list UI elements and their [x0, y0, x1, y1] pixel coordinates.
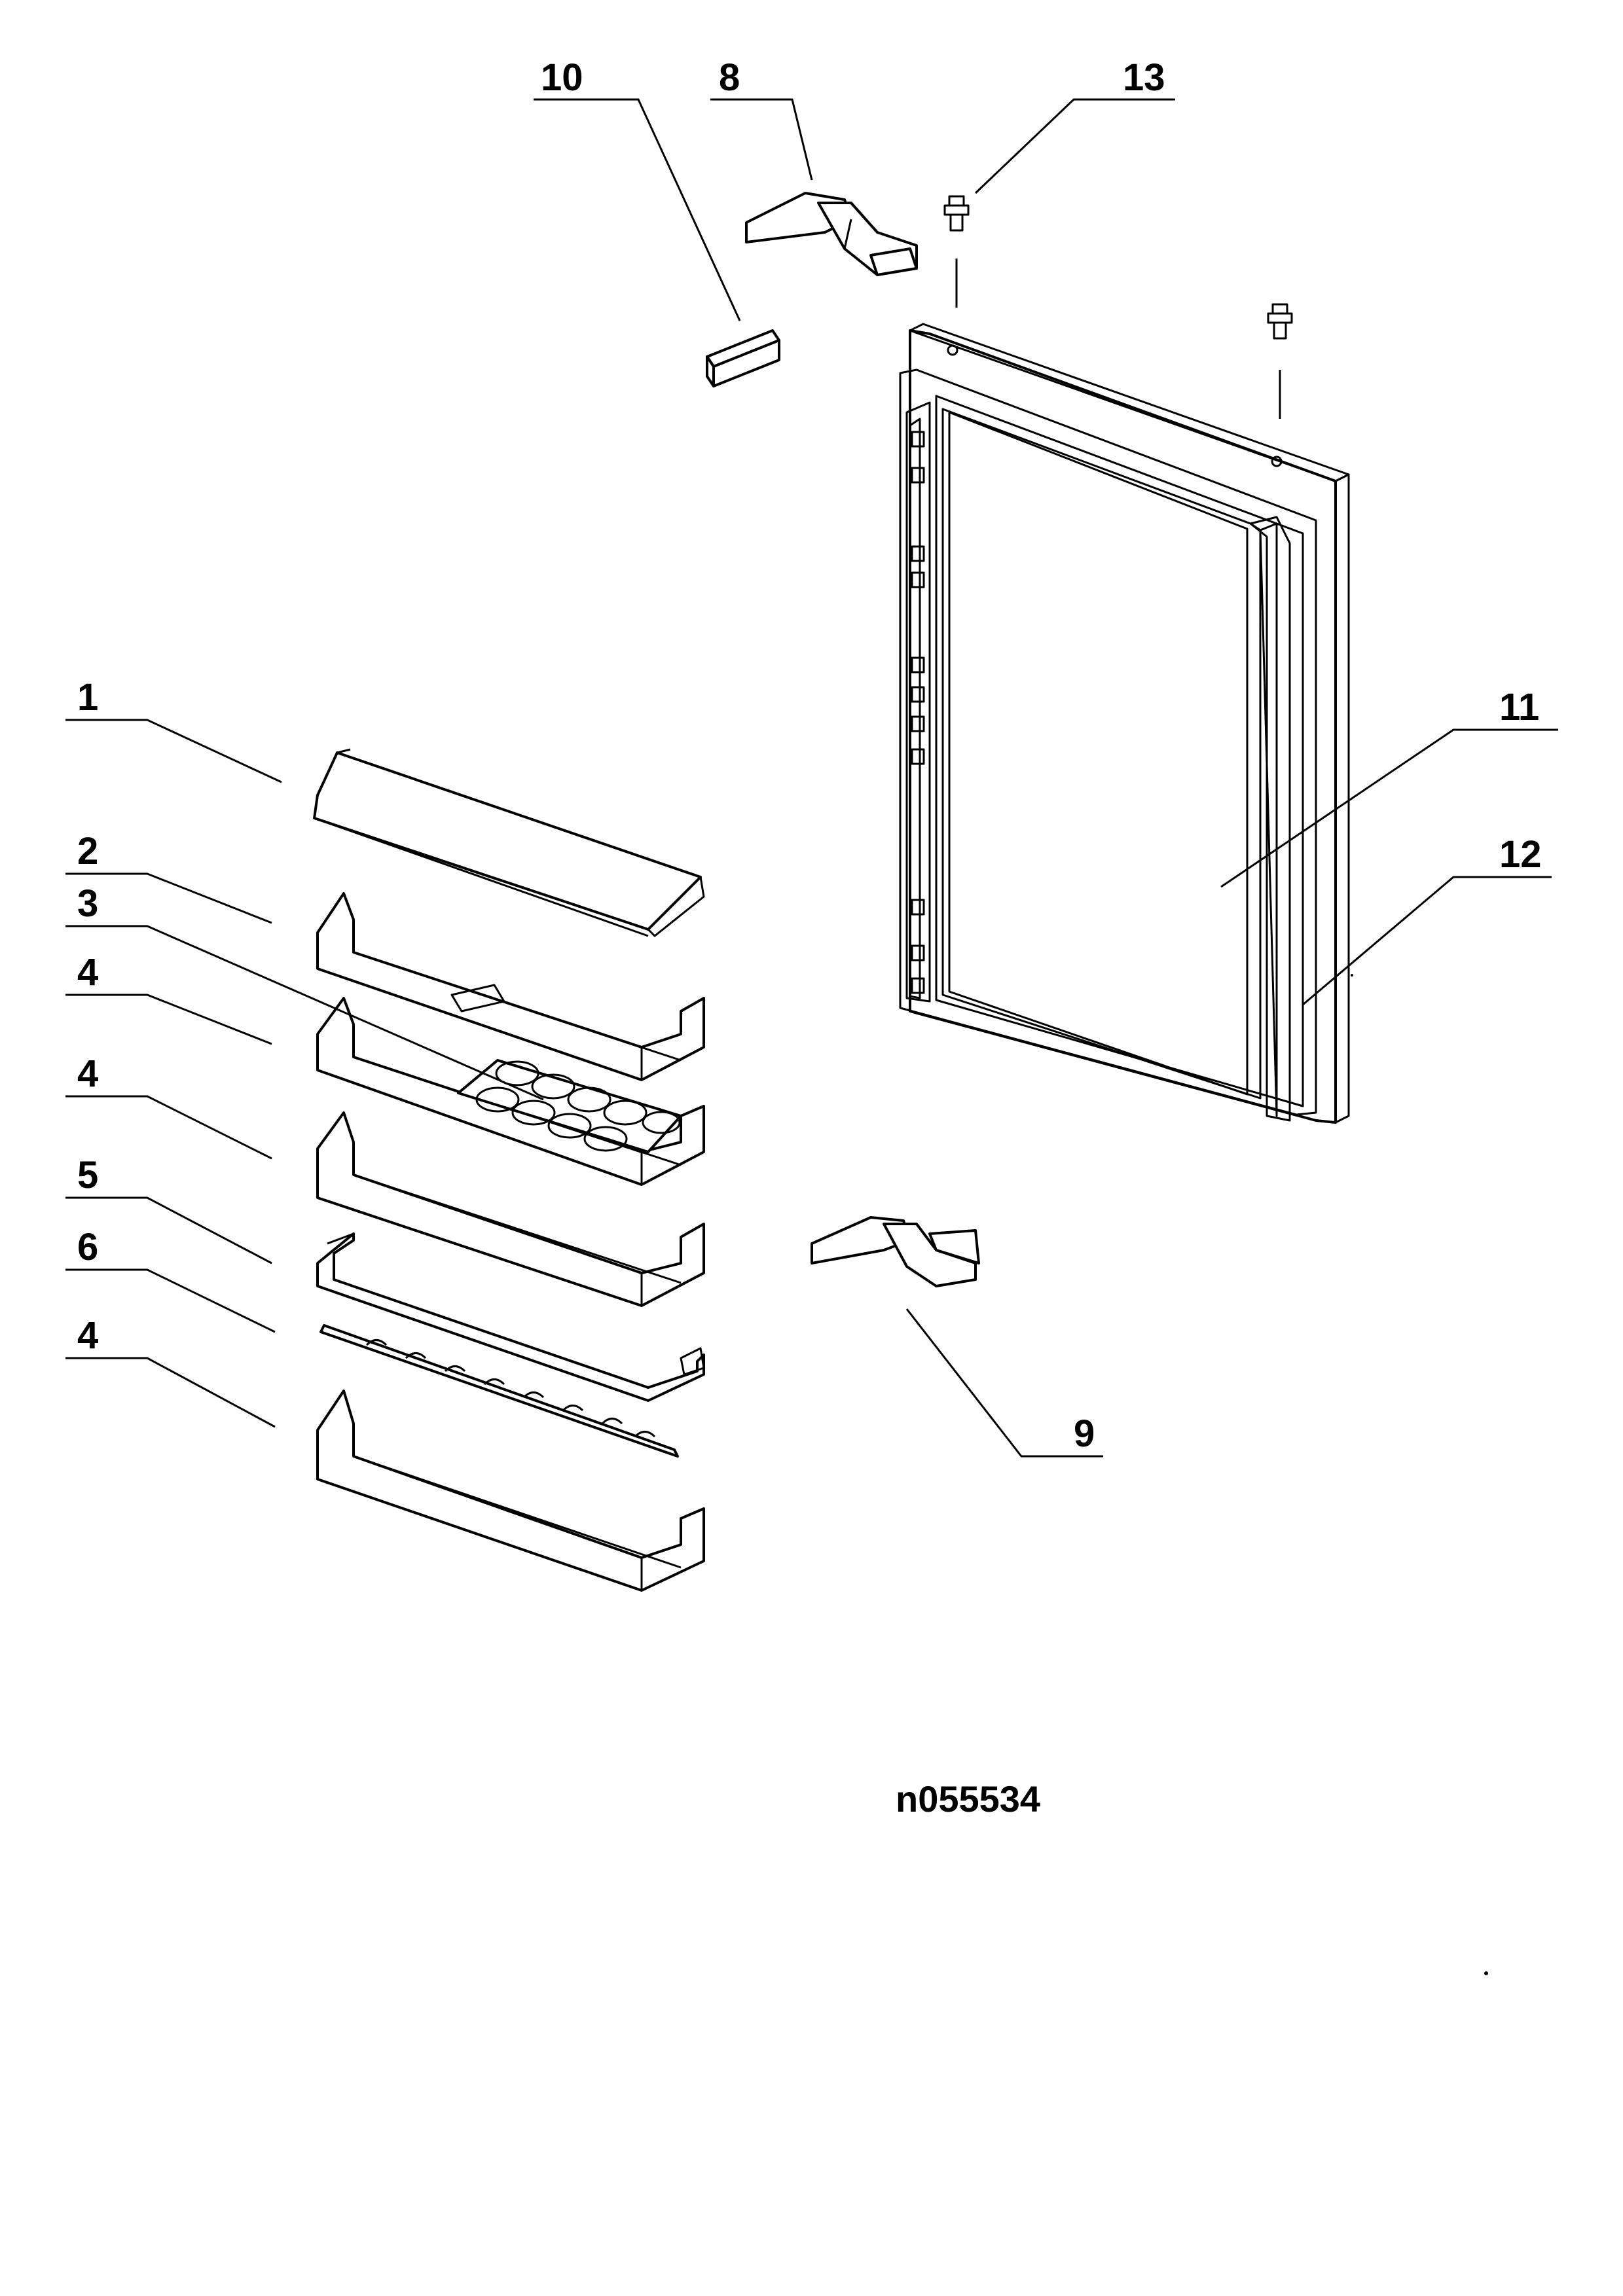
callout-4-b: 4 [77, 1052, 98, 1095]
hinge-pin-left [943, 195, 970, 308]
callout-1: 1 [77, 676, 98, 719]
callout-2: 2 [77, 830, 98, 872]
callout-12: 12 [1499, 833, 1542, 876]
drawing-code: n055534 [896, 1778, 1040, 1820]
bottom-hinge [811, 1216, 980, 1287]
callout-11: 11 [1499, 686, 1539, 728]
callout-4-a: 4 [77, 951, 98, 994]
hinge-pin-right [1267, 303, 1293, 419]
callout-5: 5 [77, 1154, 98, 1196]
callout-8: 8 [719, 56, 740, 99]
door-shelf-part-4-b [316, 1111, 705, 1307]
callout-13: 13 [1123, 56, 1165, 99]
top-hinge [745, 192, 918, 276]
callout-9: 9 [1074, 1412, 1095, 1455]
shelf-cover-part-1 [313, 748, 705, 937]
callout-4-c: 4 [77, 1314, 98, 1357]
bottle-holder-part-6 [319, 1324, 679, 1458]
callout-3: 3 [77, 882, 98, 925]
door-shelf-part-2 [316, 892, 705, 1081]
speck [1484, 1971, 1488, 1975]
leader-lines [65, 98, 1558, 1458]
bottle-bar-part-5 [316, 1232, 705, 1402]
door-clips [911, 431, 925, 994]
door-panel [899, 323, 1350, 1124]
callout-6: 6 [77, 1226, 98, 1268]
door-shelf-part-4-c [316, 1390, 705, 1592]
hinge-cover-block [706, 329, 780, 387]
callout-10: 10 [541, 56, 583, 99]
egg-tray-part-3 [457, 1059, 682, 1153]
speck [1351, 974, 1353, 977]
